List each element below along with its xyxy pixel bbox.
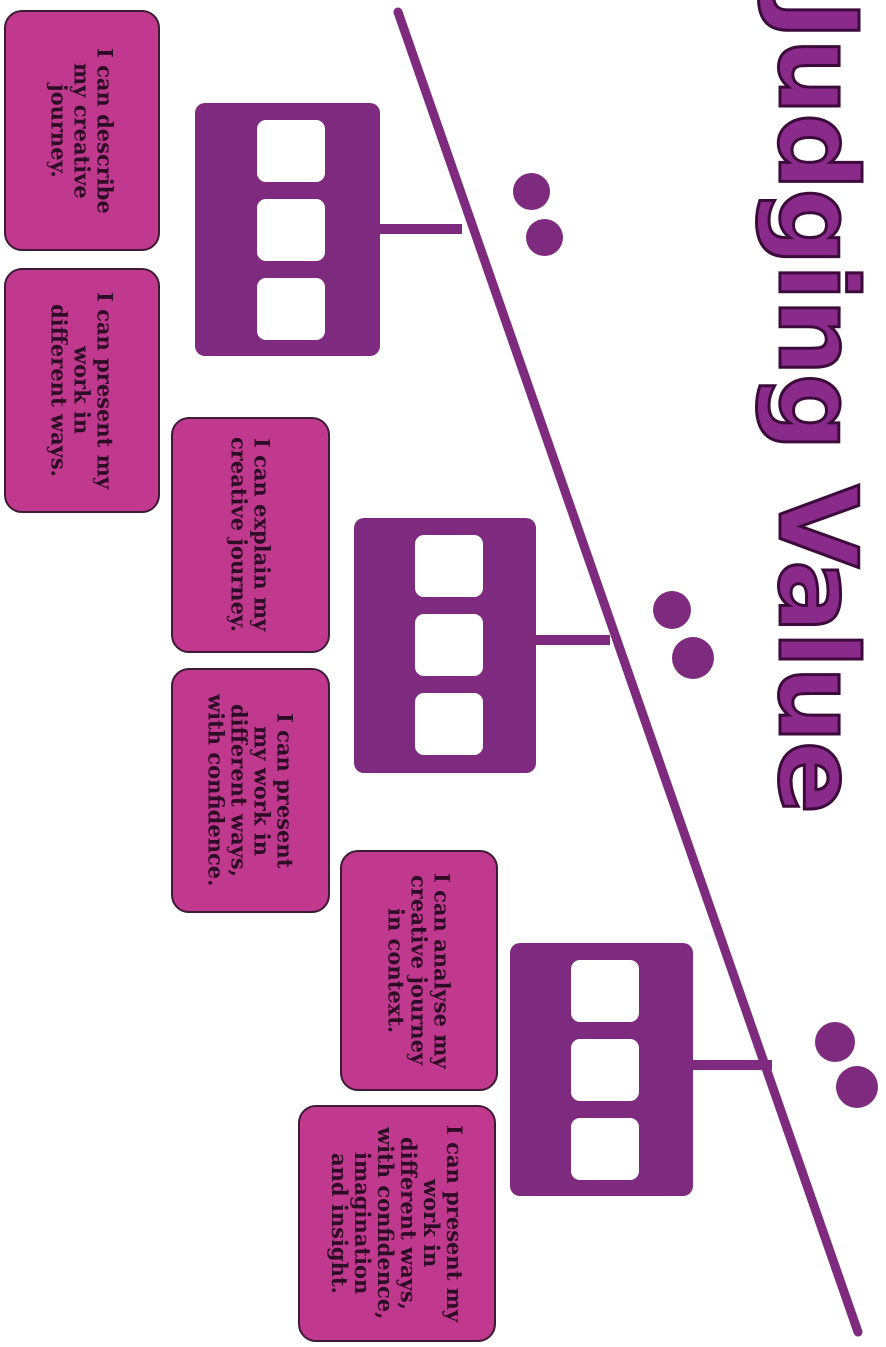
board-slot [257, 199, 326, 261]
statement-card: I can describe my creative journey. [4, 10, 160, 251]
statement-text: I can present my work in different ways. [46, 291, 118, 490]
board-slot [571, 1039, 640, 1101]
board-3 [510, 943, 693, 1196]
board-1 [195, 103, 380, 356]
person-dot [526, 219, 563, 256]
board-slot [571, 960, 640, 1022]
board-2 [354, 518, 536, 773]
board-slot [414, 535, 483, 597]
board-slot [257, 120, 326, 182]
board-slot [257, 278, 326, 340]
board-slot [414, 693, 483, 755]
person-dot [836, 1066, 878, 1108]
board-post-1 [376, 224, 462, 234]
statement-card: I can analyse my creative journey in con… [340, 850, 498, 1091]
board-slot [414, 614, 483, 676]
person-dot [513, 173, 550, 210]
board-post-2 [532, 635, 610, 645]
statement-card: I can present my work in different ways. [4, 268, 160, 513]
statement-card: I can explain my creative journey. [171, 417, 330, 653]
board-slot [571, 1118, 640, 1180]
slope-line [393, 7, 863, 1337]
statement-text: I can describe my creative journey. [46, 47, 118, 214]
statement-text: I can present my work in different ways,… [327, 1124, 467, 1323]
statement-card: I can present my work in different ways,… [171, 668, 330, 913]
statement-text: I can explain my creative journey. [226, 437, 275, 633]
person-dot [653, 591, 691, 629]
person-dot [815, 1022, 855, 1062]
statement-text: I can present my work in different ways,… [203, 694, 298, 887]
board-post-3 [688, 1060, 772, 1070]
statement-card: I can present my work in different ways,… [298, 1105, 496, 1342]
statement-text: I can analyse my creative journey in con… [383, 872, 455, 1069]
person-dot [672, 637, 714, 679]
page-title: Judging Value [753, 0, 881, 814]
